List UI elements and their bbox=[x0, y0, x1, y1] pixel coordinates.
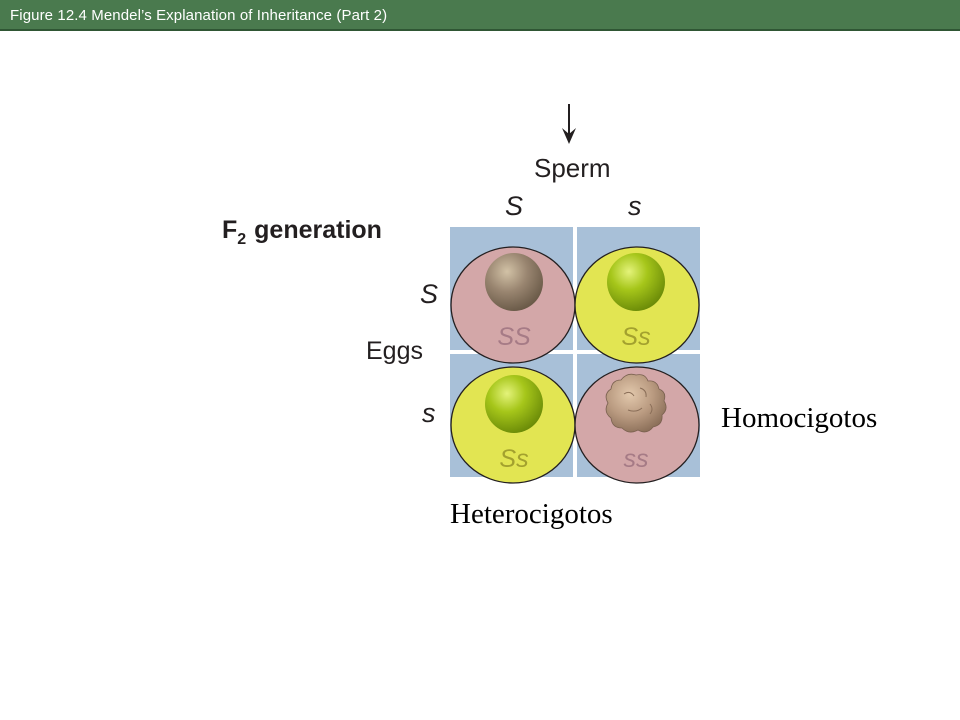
cell-Ss-bottom: Ss bbox=[450, 366, 576, 484]
generation-label: F2 generation bbox=[222, 216, 382, 248]
green-pea-icon bbox=[607, 253, 665, 311]
cell-SS: SS bbox=[450, 246, 576, 364]
sperm-allele-s: s bbox=[628, 191, 642, 221]
genotype-label: Ss bbox=[499, 445, 528, 473]
title-bar: Figure 12.4 Mendel’s Explanation of Inhe… bbox=[0, 0, 960, 31]
genotype-label: ss bbox=[624, 445, 649, 473]
eggs-label: Eggs bbox=[366, 337, 423, 365]
sperm-allele-S: S bbox=[505, 191, 524, 221]
wrinkled-seed-icon bbox=[605, 373, 667, 433]
down-arrow-icon bbox=[562, 104, 576, 144]
cell-Ss-top: Ss bbox=[574, 246, 700, 364]
green-pea-icon bbox=[485, 375, 543, 433]
cell-ss: ss bbox=[574, 366, 700, 484]
sperm-label: Sperm bbox=[534, 153, 611, 183]
genotype-label: Ss bbox=[621, 323, 650, 351]
round-seed-icon bbox=[485, 253, 543, 311]
egg-allele-s: s bbox=[422, 398, 436, 428]
homozygous-annotation: Homocigotos bbox=[721, 402, 878, 434]
genotype-label: SS bbox=[497, 323, 531, 351]
figure-title: Figure 12.4 Mendel’s Explanation of Inhe… bbox=[10, 7, 388, 24]
egg-allele-S: S bbox=[420, 279, 439, 309]
generation-label-rest: generation bbox=[254, 216, 382, 244]
generation-label-sub: 2 bbox=[237, 231, 247, 248]
heterozygous-annotation: Heterocigotos bbox=[450, 498, 613, 530]
generation-label-main: F bbox=[222, 216, 238, 244]
